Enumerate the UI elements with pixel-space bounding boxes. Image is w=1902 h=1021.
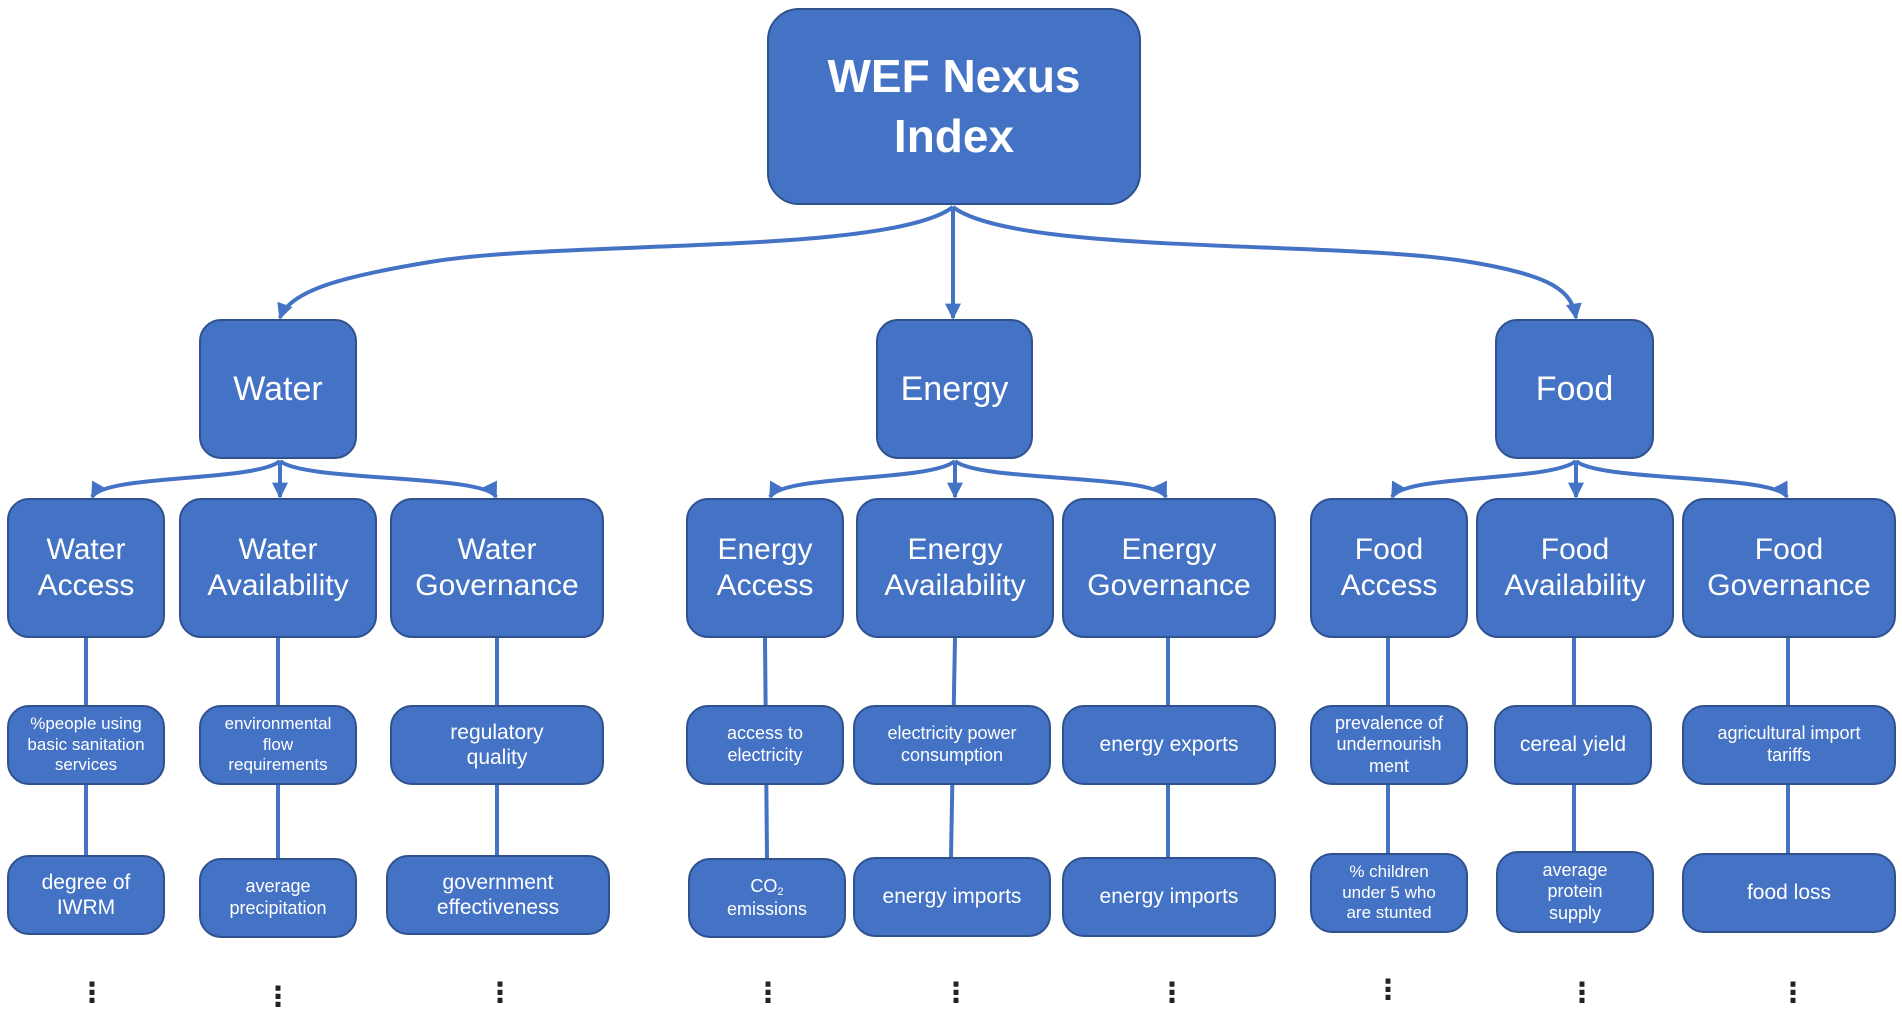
indicator-node-undernourishment: prevalence of undernourish ment [1310,705,1468,785]
indicator-label: food loss [1746,881,1832,905]
indicator-label: average protein supply [1542,859,1608,923]
domain-label-water: Water [233,369,323,408]
indicator-label: % children under 5 who are stunted [1342,862,1436,923]
domain-label-energy: Energy [900,369,1009,408]
pillar-node-water-access: Water Access [7,498,165,638]
continuation-ellipsis: ⋮ [486,976,514,1009]
pillar-node-energy-governance: Energy Governance [1062,498,1276,638]
indicator-node-energy-imports-availability: energy imports [853,857,1051,937]
indicator-node-cereal-yield: cereal yield [1494,705,1652,785]
indicator-node-access-to-electricity: access to electricity [686,705,844,785]
indicator-label-co2: CO2 emissions [727,876,807,921]
indicator-node-energy-exports: energy exports [1062,705,1276,785]
pillar-node-water-governance: Water Governance [390,498,604,638]
edge-root-water [277,205,955,320]
continuation-ellipsis: ⋮ [942,976,970,1009]
continuation-ellipsis: ⋮ [78,976,106,1009]
edge-water-access [90,459,282,499]
indicator-node-degree-of-iwrm: degree of IWRM [7,855,165,935]
domain-node-food: Food [1495,319,1654,459]
pillar-label-energy-access: Energy Access [716,533,814,602]
domain-node-energy: Energy [876,319,1033,459]
indicator-node-children-stunted: % children under 5 who are stunted [1310,853,1468,933]
indicator-node-government-effectiveness: government effectiveness [386,855,610,935]
pillar-node-food-governance: Food Governance [1682,498,1896,638]
indicator-label: regulatory quality [450,720,544,769]
indicator-node-regulatory-quality: regulatory quality [390,705,604,785]
indicator-label: energy imports [1099,885,1239,909]
co2-subscript: 2 [777,885,784,898]
indicator-node-energy-imports-governance: energy imports [1062,857,1276,937]
indicator-label: average precipitation [229,876,327,918]
indicator-node-environmental-flow: environmental flow requirements [199,705,357,785]
root-node-wef-nexus-index: WEF Nexus Index [767,8,1141,205]
pillar-node-water-availability: Water Availability [179,498,377,638]
co2-text: CO [750,875,778,896]
indicator-node-co2-emissions: CO2 emissions [688,858,846,938]
indicator-label: %people using basic sanitation services [27,714,145,775]
indicator-label: energy imports [882,885,1022,909]
edge-food-governance [1574,459,1789,499]
pillar-node-food-access: Food Access [1310,498,1468,638]
pillar-node-energy-availability: Energy Availability [856,498,1054,638]
indicator-label: cereal yield [1519,733,1627,757]
indicator-label: access to electricity [726,723,804,765]
domain-label-food: Food [1535,369,1614,408]
continuation-ellipsis: ⋮ [1374,973,1402,1006]
indicator-node-sanitation-services: %people using basic sanitation services [7,705,165,785]
pillar-node-food-availability: Food Availability [1476,498,1674,638]
pillar-label-food-governance: Food Governance [1707,533,1871,602]
continuation-ellipsis: ⋮ [754,976,782,1009]
continuation-ellipsis: ⋮ [1568,976,1596,1009]
root-label: WEF Nexus Index [827,49,1081,162]
indicator-node-electricity-power-consumption: electricity power consumption [853,705,1051,785]
edge-food-access [1390,459,1578,499]
indicator-label: degree of IWRM [41,870,131,919]
pillar-label-energy-governance: Energy Governance [1087,533,1251,602]
pillar-label-water-availability: Water Availability [207,533,349,602]
indicator-node-average-protein-supply: average protein supply [1496,851,1654,933]
pillar-label-energy-availability: Energy Availability [884,533,1026,602]
pillar-node-energy-access: Energy Access [686,498,844,638]
indicator-label: electricity power consumption [887,723,1017,765]
edge-water-governance [278,459,498,499]
indicator-label: government effectiveness [436,870,560,919]
emissions-text: emissions [726,898,808,919]
pillar-label-water-governance: Water Governance [415,533,579,602]
edge-energy-access [768,459,957,499]
pillar-label-water-access: Water Access [37,533,135,602]
edge-root-food [951,205,1582,320]
continuation-ellipsis: ⋮ [264,980,292,1013]
indicator-label: environmental flow requirements [224,714,332,775]
indicator-node-average-precipitation: average precipitation [199,858,357,938]
pillar-label-food-availability: Food Availability [1504,533,1646,602]
edge-energy-governance [953,459,1168,499]
pillar-label-food-access: Food Access [1340,533,1438,602]
indicator-node-agricultural-import-tariffs: agricultural import tariffs [1682,705,1896,785]
continuation-ellipsis: ⋮ [1158,976,1186,1009]
indicator-label: agricultural import tariffs [1717,723,1861,765]
indicator-node-food-loss: food loss [1682,853,1896,933]
indicator-label: prevalence of undernourish ment [1334,712,1444,776]
continuation-ellipsis: ⋮ [1779,976,1807,1009]
domain-node-water: Water [199,319,357,459]
indicator-label: energy exports [1099,733,1239,757]
